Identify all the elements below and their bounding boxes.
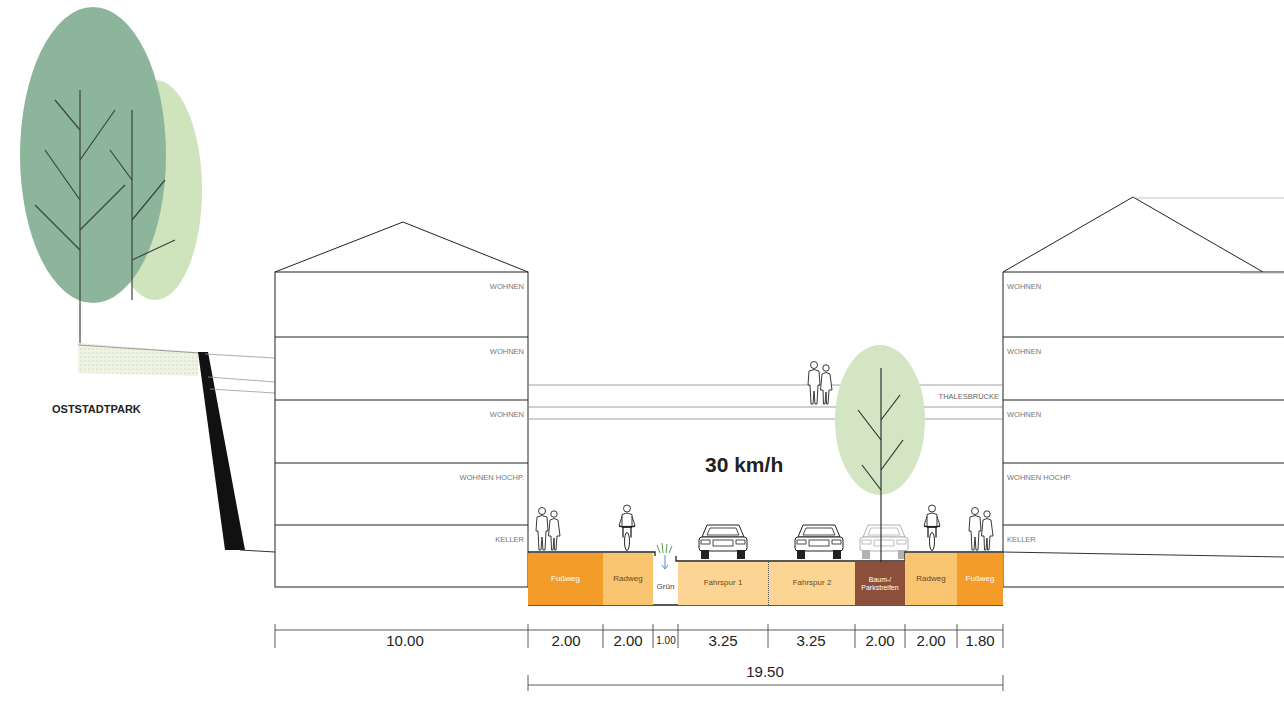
sidewalk-strip: Fußweg [528, 553, 603, 605]
dimension: 2.00 [865, 633, 894, 650]
dimension: 1.80 [965, 633, 994, 650]
tree-canopy-front [20, 7, 166, 303]
street-tree-trunk [858, 368, 903, 590]
park-level-lines [205, 354, 275, 393]
pedestrians-on-bridge [808, 362, 832, 405]
pedestrians [536, 508, 560, 551]
retaining-wall [198, 352, 245, 550]
dimension: 2.00 [551, 633, 580, 650]
floor-band: KELLER [1003, 525, 1279, 552]
node-text: WOHNEN [1007, 282, 1279, 291]
park-ground-line [78, 345, 200, 353]
lane-strip: Fahrspur 2 [768, 562, 855, 605]
floor-band: WOHNEN [275, 400, 528, 463]
node-text: Baum-/ Parkstreifen [857, 576, 903, 591]
dimension-total: 19.50 [746, 664, 784, 681]
bridge-band: THALESBRÜCKE [528, 389, 1003, 406]
tree-branches [35, 90, 175, 345]
speed-limit: 30 km/h [705, 453, 783, 476]
node-text: Fahrspur 2 [793, 579, 832, 588]
node-text: WOHNEN HOCHP. [1007, 473, 1279, 482]
floor-band: WOHNEN [275, 272, 528, 337]
drainage-arrow [662, 555, 668, 569]
park-ground [78, 343, 198, 376]
tree-parking-strip: Baum-/ Parkstreifen [855, 562, 905, 605]
node-text: WOHNEN [275, 282, 524, 291]
bike-lane-strip: Radweg [603, 553, 653, 605]
node-text: Fahrspur 1 [704, 579, 743, 588]
lane-strip: Fahrspur 1 [678, 562, 768, 605]
node-text: WOHNEN [275, 410, 524, 419]
node-text: Fußweg [966, 575, 995, 584]
green-strip: Grün [653, 569, 678, 605]
car [795, 525, 843, 559]
reference-lines [1133, 198, 1284, 273]
car [699, 525, 747, 559]
cyclist [924, 505, 940, 551]
dimension: 2.00 [613, 633, 642, 650]
street-tree-canopy [835, 345, 925, 495]
node-text: WOHNEN HOCHP. [275, 473, 524, 482]
ground-line [240, 550, 275, 552]
bridge-lines [528, 385, 1003, 419]
dimension: 3.25 [708, 633, 737, 650]
left-building [275, 222, 528, 587]
node-text: WOHNEN [1007, 347, 1279, 356]
pedestrians [969, 508, 993, 551]
floor-band: KELLER [275, 525, 528, 552]
node-text: KELLER [275, 535, 524, 544]
node-text: Radweg [613, 575, 642, 584]
floor-band: WOHNEN HOCHP. [1003, 463, 1279, 525]
ground-line [1003, 552, 1284, 557]
node-text: Grün [657, 583, 675, 592]
curb-line [528, 552, 1003, 605]
node-text: WOHNEN [275, 347, 524, 356]
right-building [1003, 197, 1284, 587]
dimension: 10.00 [386, 633, 424, 650]
floor-band: WOHNEN [275, 337, 528, 400]
node-text: THALESBRÜCKE [528, 392, 999, 401]
floor-band: WOHNEN [1003, 337, 1279, 400]
node-text: WOHNEN [1007, 410, 1279, 419]
place-name: OSTSTADTPARK [52, 403, 141, 415]
node-text: KELLER [1007, 535, 1279, 544]
node-text: Fußweg [551, 575, 580, 584]
floor-band: WOHNEN [1003, 400, 1279, 463]
floor-band: WOHNEN HOCHP. [275, 463, 528, 525]
sidewalk-strip: Fußweg [957, 553, 1003, 605]
cyclist [619, 505, 635, 551]
dimension: 2.00 [916, 633, 945, 650]
dimension: 3.25 [796, 633, 825, 650]
green-plant [657, 543, 672, 553]
bike-lane-strip: Radweg [905, 553, 957, 605]
dimension-lines [275, 624, 1003, 691]
floor-band: WOHNEN [1003, 272, 1279, 337]
parked-car [860, 525, 908, 559]
dimension: 1.00 [656, 635, 675, 646]
node-text: Radweg [916, 575, 945, 584]
